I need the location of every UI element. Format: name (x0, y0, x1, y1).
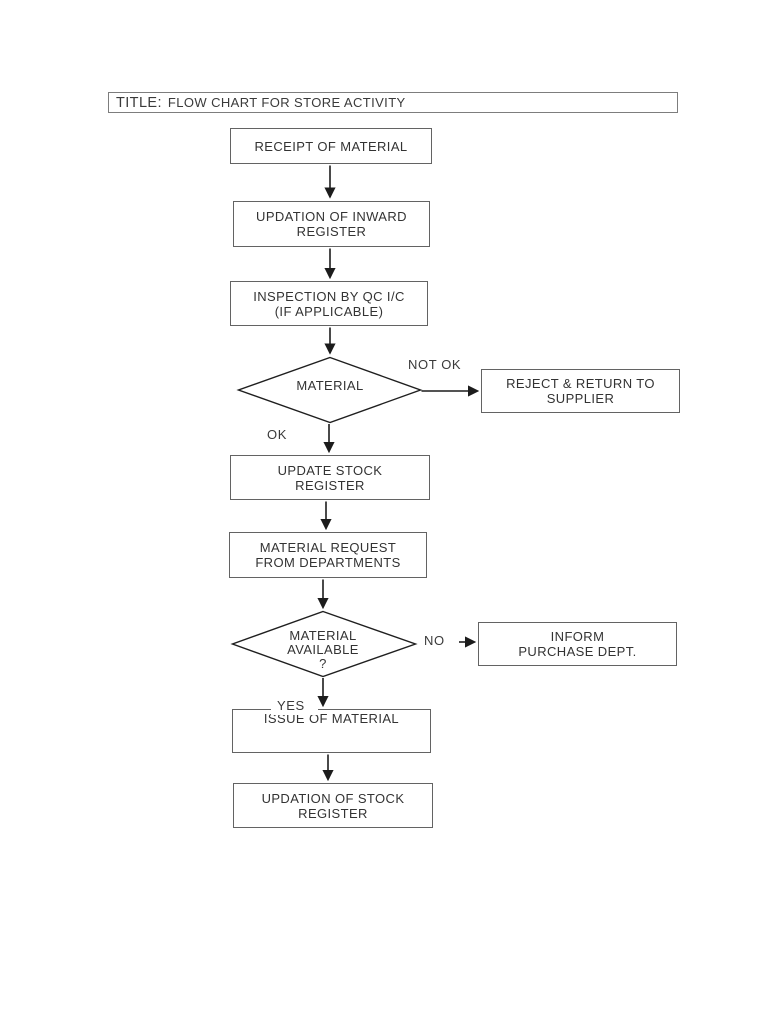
flow-box-label: UPDATION OF INWARD (256, 209, 407, 224)
flow-box-material-request-departments: MATERIAL REQUEST FROM DEPARTMENTS (229, 532, 427, 578)
decision-label-line: MATERIAL (296, 378, 364, 393)
flow-box-label: INFORM (550, 629, 605, 644)
flow-box-label: INSPECTION BY QC I/C (253, 288, 405, 304)
flow-box-label: FROM DEPARTMENTS (255, 555, 401, 570)
edge-label-not-ok: NOT OK (408, 357, 462, 372)
flow-box-receipt-of-material: RECEIPT OF MATERIAL (230, 128, 432, 164)
decision-label-material-available: MATERIAL AVAILABLE ? (253, 629, 393, 671)
flow-box-label: MATERIAL REQUEST (259, 540, 397, 555)
edge-label-yes: YES (272, 698, 310, 713)
flow-box-updation-inward-register: UPDATION OF INWARD REGISTER (233, 201, 430, 247)
flow-box-label: (IF APPLICABLE) (274, 303, 384, 319)
flow-box-label: SUPPLIER (546, 391, 615, 406)
flow-box-label: UPDATION OF STOCK (261, 790, 405, 806)
page-title: FLOW CHART FOR STORE ACTIVITY (167, 95, 406, 110)
title-box: TITLE: FLOW CHART FOR STORE ACTIVITY (108, 92, 678, 113)
flow-box-reject-return-supplier: REJECT & RETURN TO SUPPLIER (481, 369, 680, 413)
flow-box-updation-stock-register: UPDATION OF STOCK REGISTER (233, 783, 433, 828)
decision-label-line: AVAILABLE (287, 642, 359, 657)
flow-box-inform-purchase-dept: INFORM PURCHASE DEPT. (478, 622, 677, 666)
decision-diamond-material-available (230, 610, 418, 678)
decision-diamond-material-ok (236, 356, 423, 424)
flow-box-inspection-by-qc: INSPECTION BY QC I/C (IF APPLICABLE) (230, 281, 428, 326)
title-prefix: TITLE: (116, 94, 162, 111)
flow-box-update-stock-register: UPDATE STOCK REGISTER (230, 455, 430, 500)
decision-label-line: MATERIAL (289, 628, 357, 643)
edge-label-ok: OK (267, 427, 287, 442)
flow-box-label: RECEIPT OF MATERIAL (254, 138, 408, 154)
edge-label-no: NO (424, 633, 445, 648)
flow-box-label: UPDATE STOCK (277, 462, 383, 478)
flow-box-label: REGISTER (295, 477, 365, 493)
flow-box-label: REGISTER (298, 805, 368, 821)
flow-box-label: PURCHASE DEPT. (518, 644, 637, 659)
flow-box-label: REGISTER (296, 224, 367, 239)
flow-box-label: REJECT & RETURN TO (506, 376, 655, 391)
decision-label-line: ? (319, 656, 327, 671)
decision-label-material: MATERIAL (263, 379, 397, 393)
